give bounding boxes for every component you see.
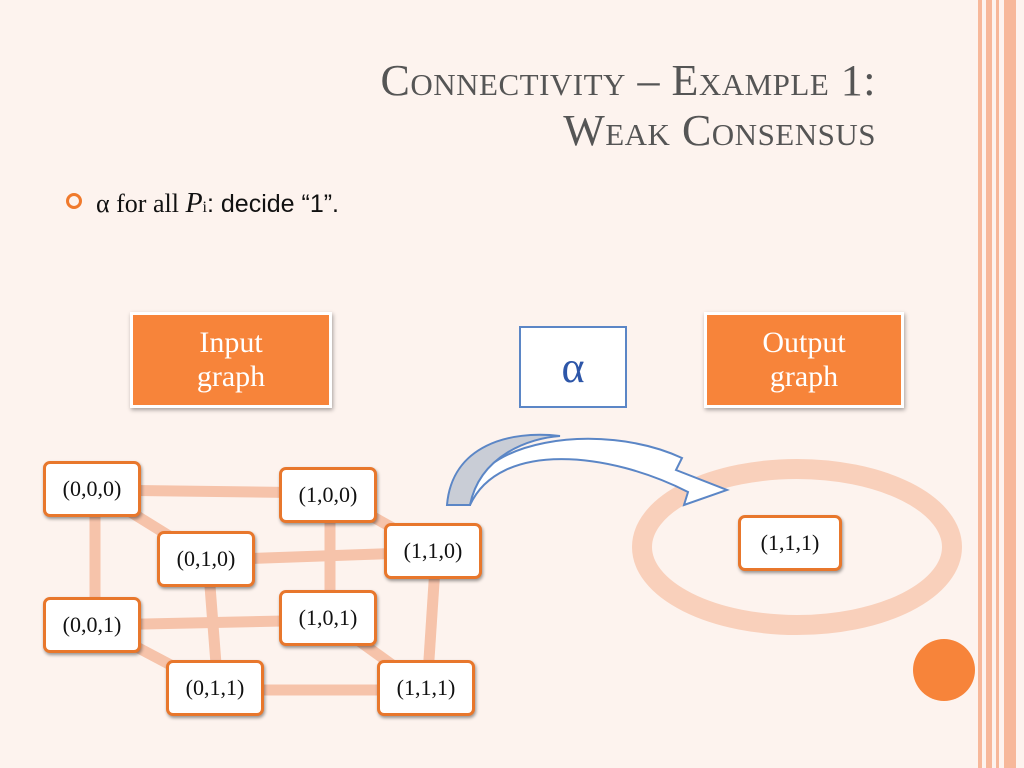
input-node: (1,1,1) [377, 660, 475, 716]
output-node: (1,1,1) [738, 515, 842, 571]
output-label-line-1: Output [762, 326, 846, 359]
output-graph-label: Output graph [704, 312, 904, 408]
decorative-circle [913, 639, 975, 701]
input-graph-label: Input graph [130, 312, 332, 408]
input-node: (0,1,0) [157, 531, 255, 587]
bullet-subscript: i [202, 199, 207, 216]
frame-line [1004, 0, 1016, 768]
input-node: (0,0,1) [43, 597, 141, 653]
bullet-text-1: for all [109, 189, 186, 218]
slide-title: Connectivity – Example 1: Weak Consensus [381, 56, 876, 156]
bullet-icon [66, 193, 82, 209]
input-node: (0,1,1) [166, 660, 264, 716]
input-label-line-1: Input [199, 326, 263, 359]
bullet-process: P [185, 188, 203, 219]
input-node: (1,1,0) [384, 523, 482, 579]
alpha-map-arrow [447, 437, 730, 507]
input-node: (1,0,1) [279, 590, 377, 646]
bullet-text-2: : decide “1”. [207, 190, 340, 218]
alpha-map-box: α [519, 326, 627, 408]
input-node: (1,0,0) [279, 467, 377, 523]
output-label-line-2: graph [769, 360, 839, 393]
frame-line [978, 0, 982, 768]
arrow-shadow [445, 433, 561, 506]
input-label-line-2: graph [196, 360, 266, 393]
input-node: (0,0,0) [43, 461, 141, 517]
bullet-item: α for all P i : decide “1”. [66, 188, 339, 220]
frame-line [996, 0, 999, 768]
frame-line [986, 0, 992, 768]
title-line-2: Weak Consensus [563, 106, 876, 155]
bullet-alpha: α [96, 189, 110, 218]
title-line-1: Connectivity – Example 1: [380, 56, 876, 105]
output-ring [632, 459, 962, 635]
